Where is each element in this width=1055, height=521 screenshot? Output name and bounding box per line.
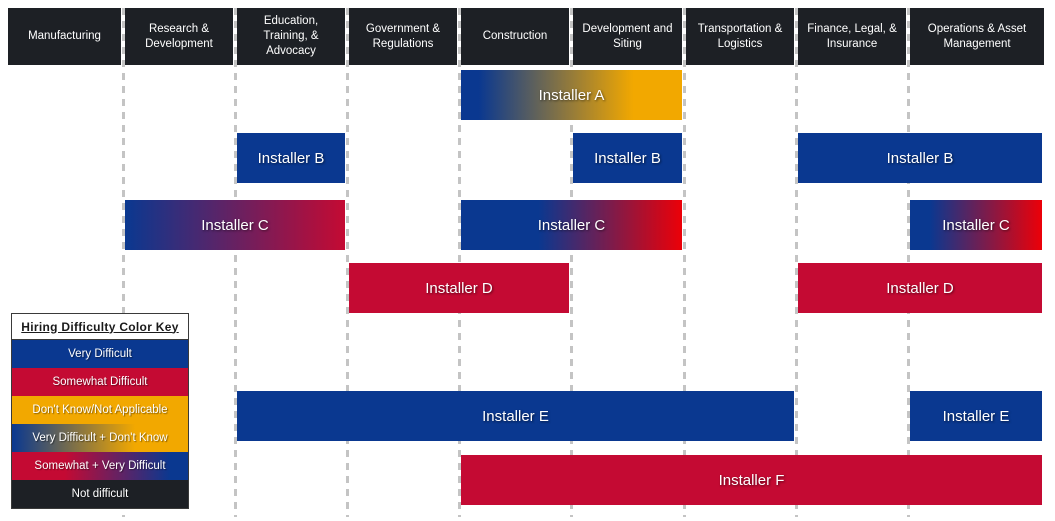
- column-header-finance-legal-insurance: Finance, Legal, & Insurance: [798, 8, 906, 65]
- bar-installer-c-col2: Installer C: [125, 200, 345, 250]
- gridline: [234, 8, 237, 517]
- legend-item-not-difficult: Not difficult: [12, 480, 188, 508]
- legend-item-somewhat-difficult: Somewhat Difficult: [12, 368, 188, 396]
- bar-installer-b-col3: Installer B: [237, 133, 345, 183]
- column-header-development-and-siting: Development and Siting: [573, 8, 682, 65]
- bar-installer-f-col5: Installer F: [461, 455, 1042, 505]
- legend-item-very-difficult-don-t-know: Very Difficult + Don't Know: [12, 424, 188, 452]
- bar-installer-b-col8: Installer B: [798, 133, 1042, 183]
- column-header-government-regulations: Government & Regulations: [349, 8, 457, 65]
- bar-installer-a-col5: Installer A: [461, 70, 682, 120]
- gridline: [795, 8, 798, 517]
- legend-item-don-t-know-not-applicable: Don't Know/Not Applicable: [12, 396, 188, 424]
- bar-installer-d-col8: Installer D: [798, 263, 1042, 313]
- gridline: [458, 8, 461, 517]
- legend: Hiring Difficulty Color Key Very Difficu…: [11, 313, 189, 509]
- bar-installer-c-col5: Installer C: [461, 200, 682, 250]
- legend-title: Hiring Difficulty Color Key: [12, 314, 188, 340]
- column-header-construction: Construction: [461, 8, 569, 65]
- column-header-education-training-advocacy: Education, Training, & Advocacy: [237, 8, 345, 65]
- gridline: [570, 8, 573, 517]
- gridline: [346, 8, 349, 517]
- bar-installer-d-col4: Installer D: [349, 263, 569, 313]
- column-header-operations-asset-management: Operations & Asset Management: [910, 8, 1044, 65]
- column-header-manufacturing: Manufacturing: [8, 8, 121, 65]
- column-header-research-development: Research & Development: [125, 8, 233, 65]
- bar-installer-e-col9: Installer E: [910, 391, 1042, 441]
- gridline: [907, 8, 910, 517]
- bar-installer-e-col3: Installer E: [237, 391, 794, 441]
- legend-item-somewhat-very-difficult: Somewhat + Very Difficult: [12, 452, 188, 480]
- column-header-transportation-logistics: Transportation & Logistics: [686, 8, 794, 65]
- gridline: [683, 8, 686, 517]
- bar-installer-c-col9: Installer C: [910, 200, 1042, 250]
- gridline: [122, 8, 125, 517]
- bar-installer-b-col6: Installer B: [573, 133, 682, 183]
- legend-item-very-difficult: Very Difficult: [12, 340, 188, 368]
